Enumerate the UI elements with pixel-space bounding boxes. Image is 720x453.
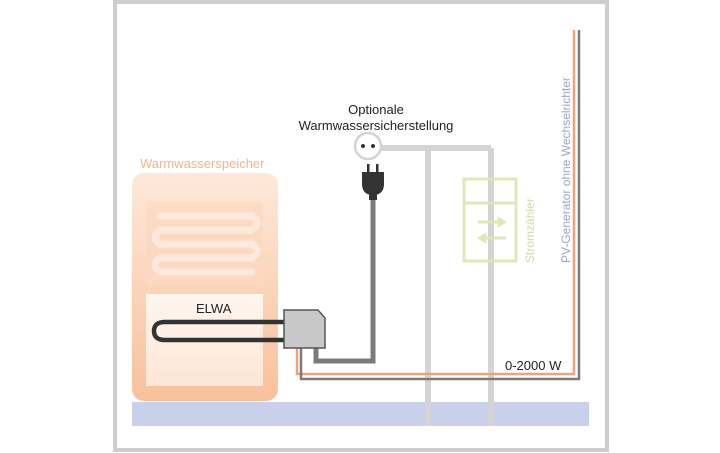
bidirectional-arrows-icon (477, 216, 507, 244)
ground-bar (132, 402, 589, 426)
electricity-meter (462, 177, 518, 263)
pv-line-dark (299, 30, 581, 381)
heating-element-label: ELWA (196, 301, 232, 316)
power-range-label: 0-2000 W (505, 358, 562, 373)
power-plug-icon (362, 164, 384, 200)
pv-generator-label: PV-Generator ohne Wechselrichter (559, 77, 573, 263)
meter-label: Stromzähler (523, 198, 537, 263)
power-socket-icon (353, 131, 383, 161)
elwa-device (283, 309, 326, 349)
storage-tank-label: Warmwasserspeicher (140, 156, 265, 171)
outer-frame (113, 0, 609, 452)
optional-label-line1: Optionale (348, 102, 404, 117)
plug-cable (313, 195, 376, 364)
pv-line-orange (295, 30, 576, 376)
heating-element-rod (151, 319, 286, 343)
optional-label-line2: Warmwassersicherstellung (299, 118, 454, 133)
heat-exchanger-coil (151, 212, 261, 276)
